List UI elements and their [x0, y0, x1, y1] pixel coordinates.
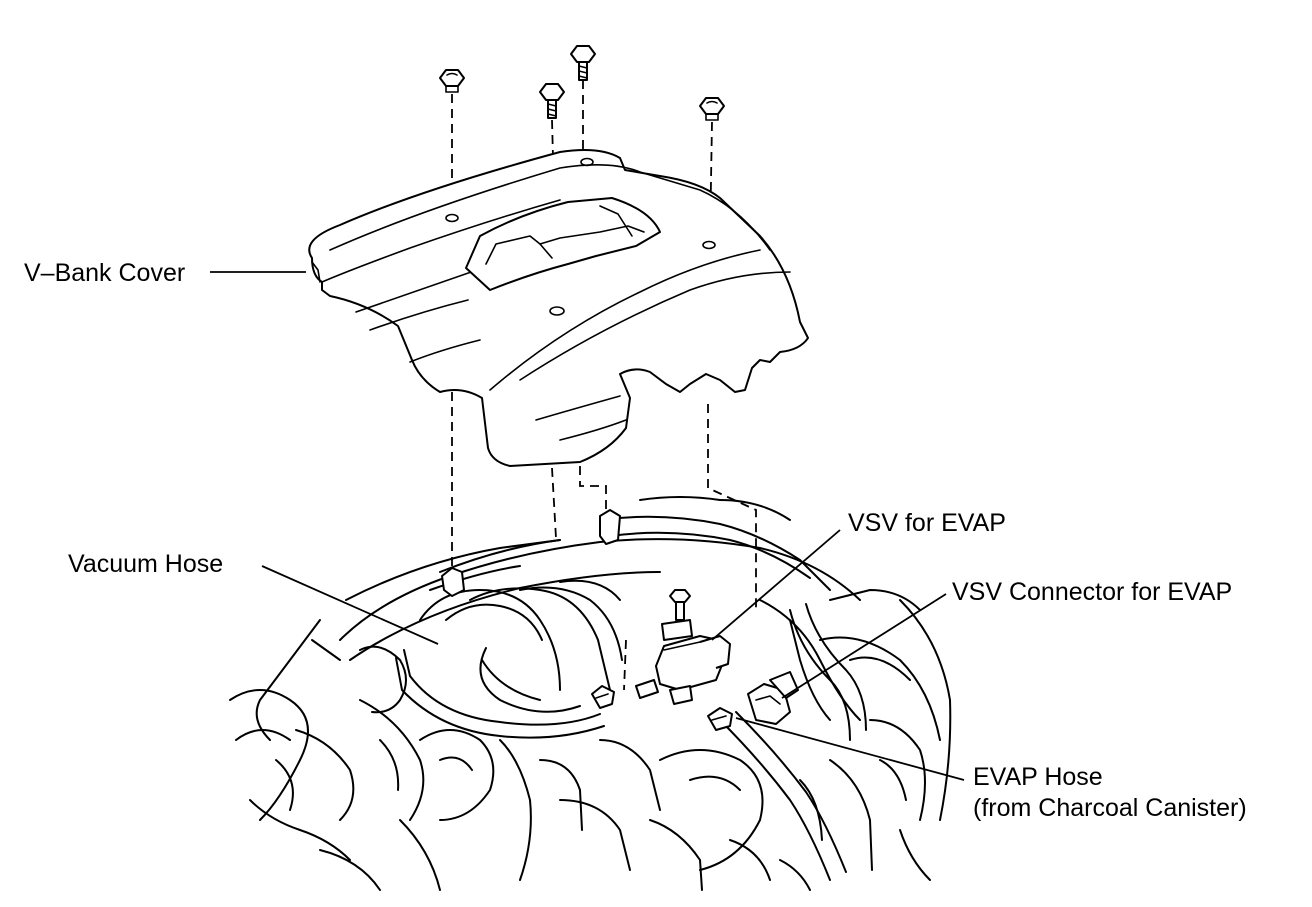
leader-lines	[210, 271, 965, 781]
cover-bolt-center-short	[539, 83, 565, 119]
vacuum-hose-label: Vacuum Hose	[68, 550, 224, 578]
evap-hose-label-line1: EVAP Hose	[973, 763, 1103, 791]
leader-vsv-for-evap	[711, 529, 841, 641]
cover-alignment-lines	[451, 392, 757, 691]
leader-vsv-connector	[781, 593, 947, 699]
cover-bolt-right	[699, 97, 725, 121]
cover-bolt-left	[439, 69, 465, 93]
leader-vacuum-hose	[261, 565, 439, 645]
vsv-for-evap-label: VSV for EVAP	[848, 509, 1006, 537]
leader-evap-hose	[735, 717, 965, 781]
v-bank-cover	[308, 149, 809, 467]
engine-assembly	[229, 496, 952, 891]
v-bank-cover-label: V–Bank Cover	[24, 259, 186, 287]
evap-hose-label-line2: (from Charcoal Canister)	[973, 794, 1247, 822]
vsv-connector-label: VSV Connector for EVAP	[952, 578, 1233, 606]
evap-hose-label: EVAP Hose (from Charcoal Canister)	[973, 762, 1247, 824]
cover-bolt-center-tall	[570, 45, 596, 81]
